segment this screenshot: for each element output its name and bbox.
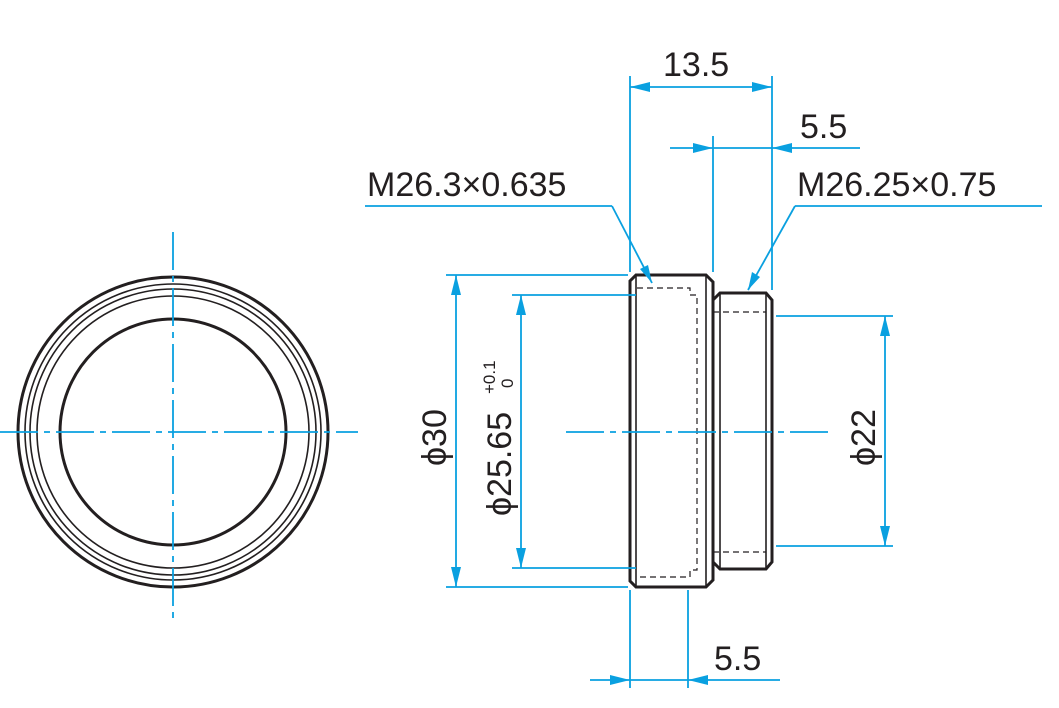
side-view	[566, 273, 830, 589]
label-small-thread: M26.25×0.75	[797, 166, 996, 204]
label-outer-diameter: ϕ30	[416, 409, 454, 466]
label-large-thread: M26.3×0.635	[367, 166, 566, 204]
label-shoulder-length: 5.5	[714, 640, 761, 678]
dimension-labels: 13.5 5.5 5.5 M26.3×0.635 M26.25×0.75 ϕ30…	[367, 46, 996, 678]
dimension-lines	[365, 76, 1042, 688]
front-view	[0, 232, 358, 620]
body-outline	[628, 273, 715, 589]
stub-outline	[711, 291, 774, 571]
label-bore-diameter: ϕ25.65	[481, 412, 519, 516]
label-thread-length: 5.5	[800, 108, 847, 146]
label-bore-tol-lower: 0	[498, 379, 517, 388]
label-bore-tol-upper: +0.1	[480, 360, 499, 394]
label-total-length: 13.5	[663, 46, 729, 84]
label-small-diameter: ϕ22	[845, 409, 883, 466]
stub-hidden-bore	[713, 311, 766, 553]
